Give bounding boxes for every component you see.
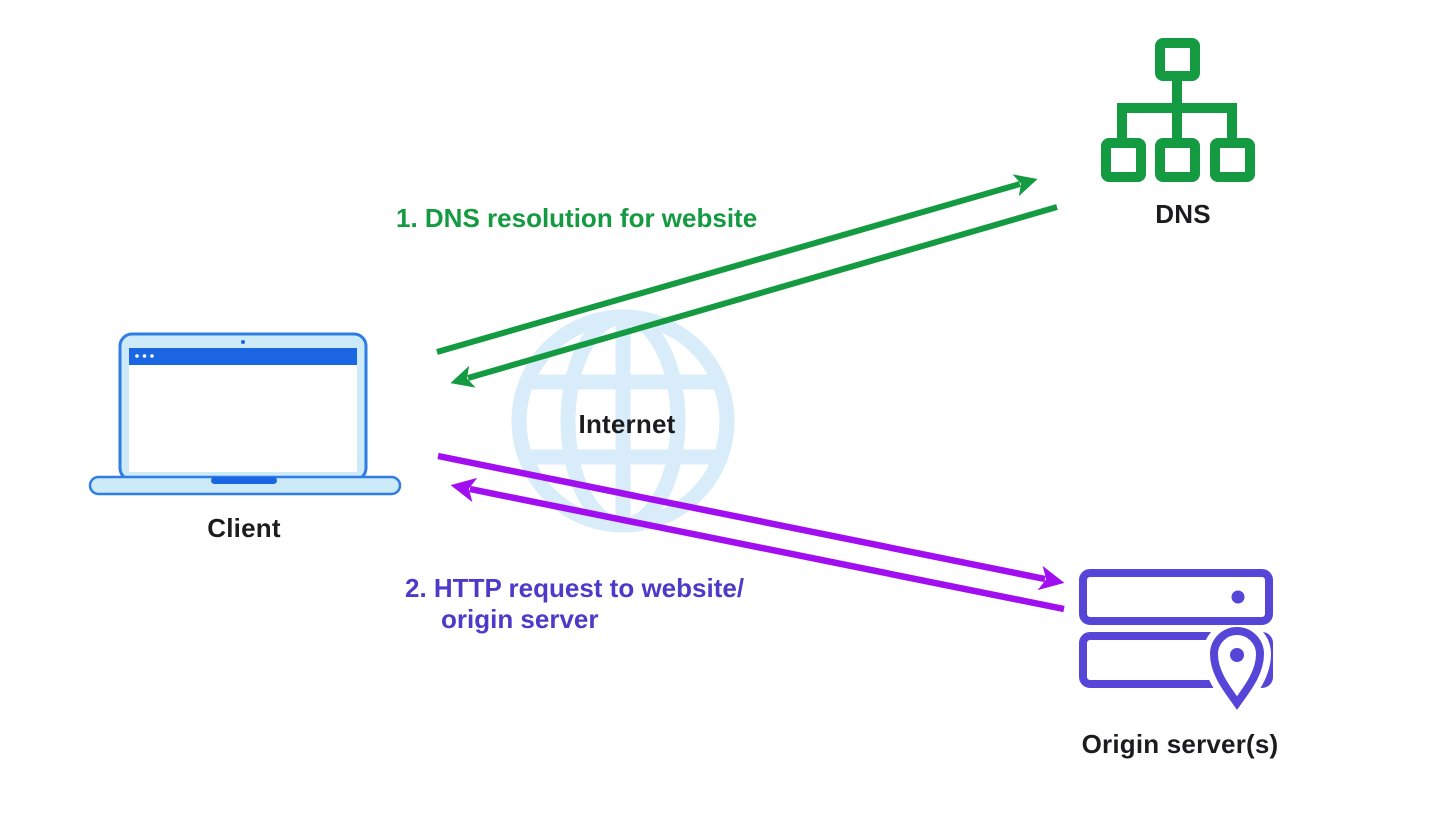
laptop-window-dots-icon (135, 354, 154, 358)
step2-line1: 2. HTTP request to website/ (405, 573, 745, 603)
dns-leaf-node-right (1210, 138, 1255, 182)
origin-server-label: Origin server(s) (1081, 729, 1279, 759)
dns-request-arrow (436, 174, 1038, 355)
globe-icon (511, 309, 735, 533)
dns-leaf-node-middle (1155, 138, 1200, 182)
step2-line2: origin server (441, 604, 599, 634)
network-hierarchy-icon (1101, 38, 1255, 182)
laptop-camera-dot (241, 340, 245, 344)
laptop-browser-page (129, 365, 357, 472)
laptop-browser-titlebar (129, 348, 357, 365)
step2-http-request-label: 2. HTTP request to website/ origin serve… (405, 573, 744, 635)
server-indicator-dot (1231, 590, 1245, 604)
client-label: Client (207, 513, 281, 543)
laptop-icon (88, 332, 402, 496)
laptop-base-notch (211, 477, 277, 484)
http-request-arrow (437, 452, 1065, 591)
server-location-pin-icon (1079, 569, 1273, 714)
internet-label: Internet (578, 409, 676, 439)
http-response-arrow (450, 477, 1065, 613)
dns-leaf-node-left (1101, 138, 1146, 182)
dns-label: DNS (1155, 199, 1211, 229)
location-pin-icon (1209, 627, 1265, 710)
server-rack-top (1079, 569, 1273, 625)
location-pin-dot (1230, 648, 1244, 662)
step1-dns-resolution-label: 1. DNS resolution for website (396, 203, 758, 233)
dns-response-arrow (450, 204, 1058, 388)
